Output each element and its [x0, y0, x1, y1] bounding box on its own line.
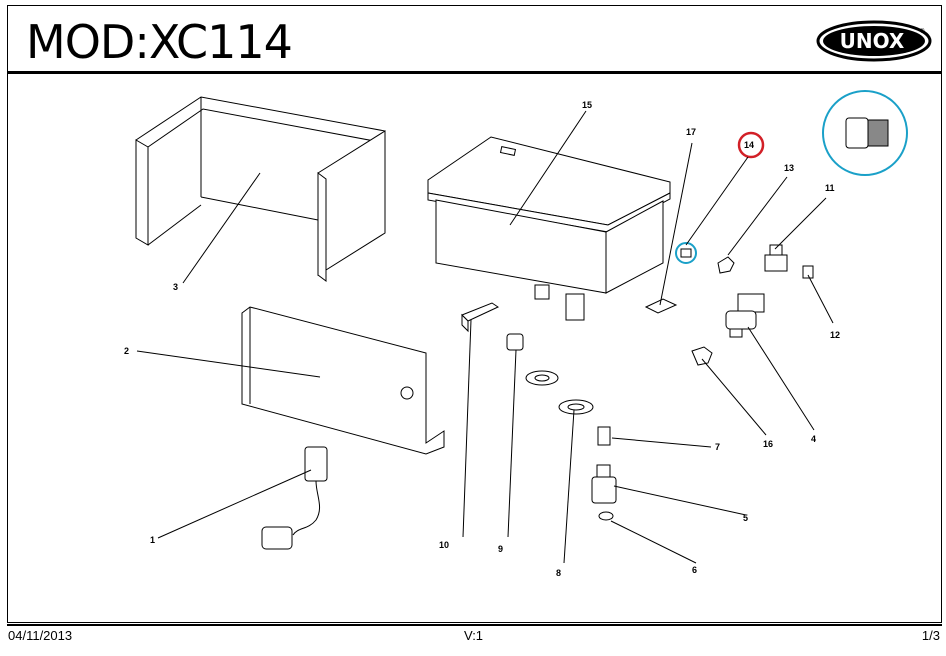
svg-text:®: ®: [920, 28, 925, 35]
page-frame: [7, 5, 942, 623]
callout-9: 9: [498, 544, 503, 554]
footer-date: 04/11/2013: [8, 628, 73, 643]
callout-16: 16: [763, 439, 773, 449]
part-5-nozzle: [591, 464, 617, 504]
callout-5: 5: [743, 513, 748, 523]
callout-17: 17: [686, 127, 696, 137]
part-17-plate: [644, 298, 678, 314]
part-8-gaskets: [525, 370, 594, 415]
part-3-frame: [135, 96, 386, 282]
unox-logo: UNOX ®: [816, 20, 932, 62]
footer-page-number: 1/3: [921, 628, 940, 643]
logo-text: UNOX: [840, 29, 905, 53]
part-2-panel: [241, 306, 445, 455]
part-16-elbow: [691, 346, 713, 366]
part-10-bracket: [461, 302, 500, 333]
callout-3: 3: [173, 282, 178, 292]
part-7-fitting: [597, 426, 611, 446]
callout-8: 8: [556, 568, 561, 578]
callout-15: 15: [582, 100, 592, 110]
part-12-clip: [802, 265, 814, 279]
callout-10: 10: [439, 540, 449, 550]
callout-13: 13: [784, 163, 794, 173]
part-14-highlight-circle: [675, 242, 697, 264]
part-1-power-cable: [261, 446, 328, 550]
part-14-connector: [680, 248, 692, 258]
exploded-parts-diagram: 1 2 3 4 5 6 7 8 9 10 11 12 13 14 15 16 1…: [124, 90, 908, 578]
callout-1: 1: [150, 535, 155, 545]
header-divider: [7, 71, 942, 74]
part-15-tank: [427, 136, 671, 321]
callout-14-highlight-circle: [737, 131, 765, 159]
callout-2: 2: [124, 346, 129, 356]
part-13-elbow: [717, 256, 735, 274]
callout-6: 6: [692, 565, 697, 575]
part-11-valve: [764, 244, 788, 272]
callout-4: 4: [811, 434, 816, 444]
callout-12: 12: [830, 330, 840, 340]
part-9-nut: [506, 333, 524, 351]
footer-version: V:1: [464, 628, 484, 643]
callout-11: 11: [825, 183, 835, 193]
footer-divider: [7, 624, 942, 626]
part-6-washer: [598, 511, 614, 521]
callout-14: 14: [744, 140, 754, 150]
part-4-solenoid-valve: [725, 293, 765, 338]
callout-7: 7: [715, 442, 720, 452]
connector-zoom-detail: [822, 90, 908, 176]
page-title: MOD:XC114: [26, 15, 293, 69]
